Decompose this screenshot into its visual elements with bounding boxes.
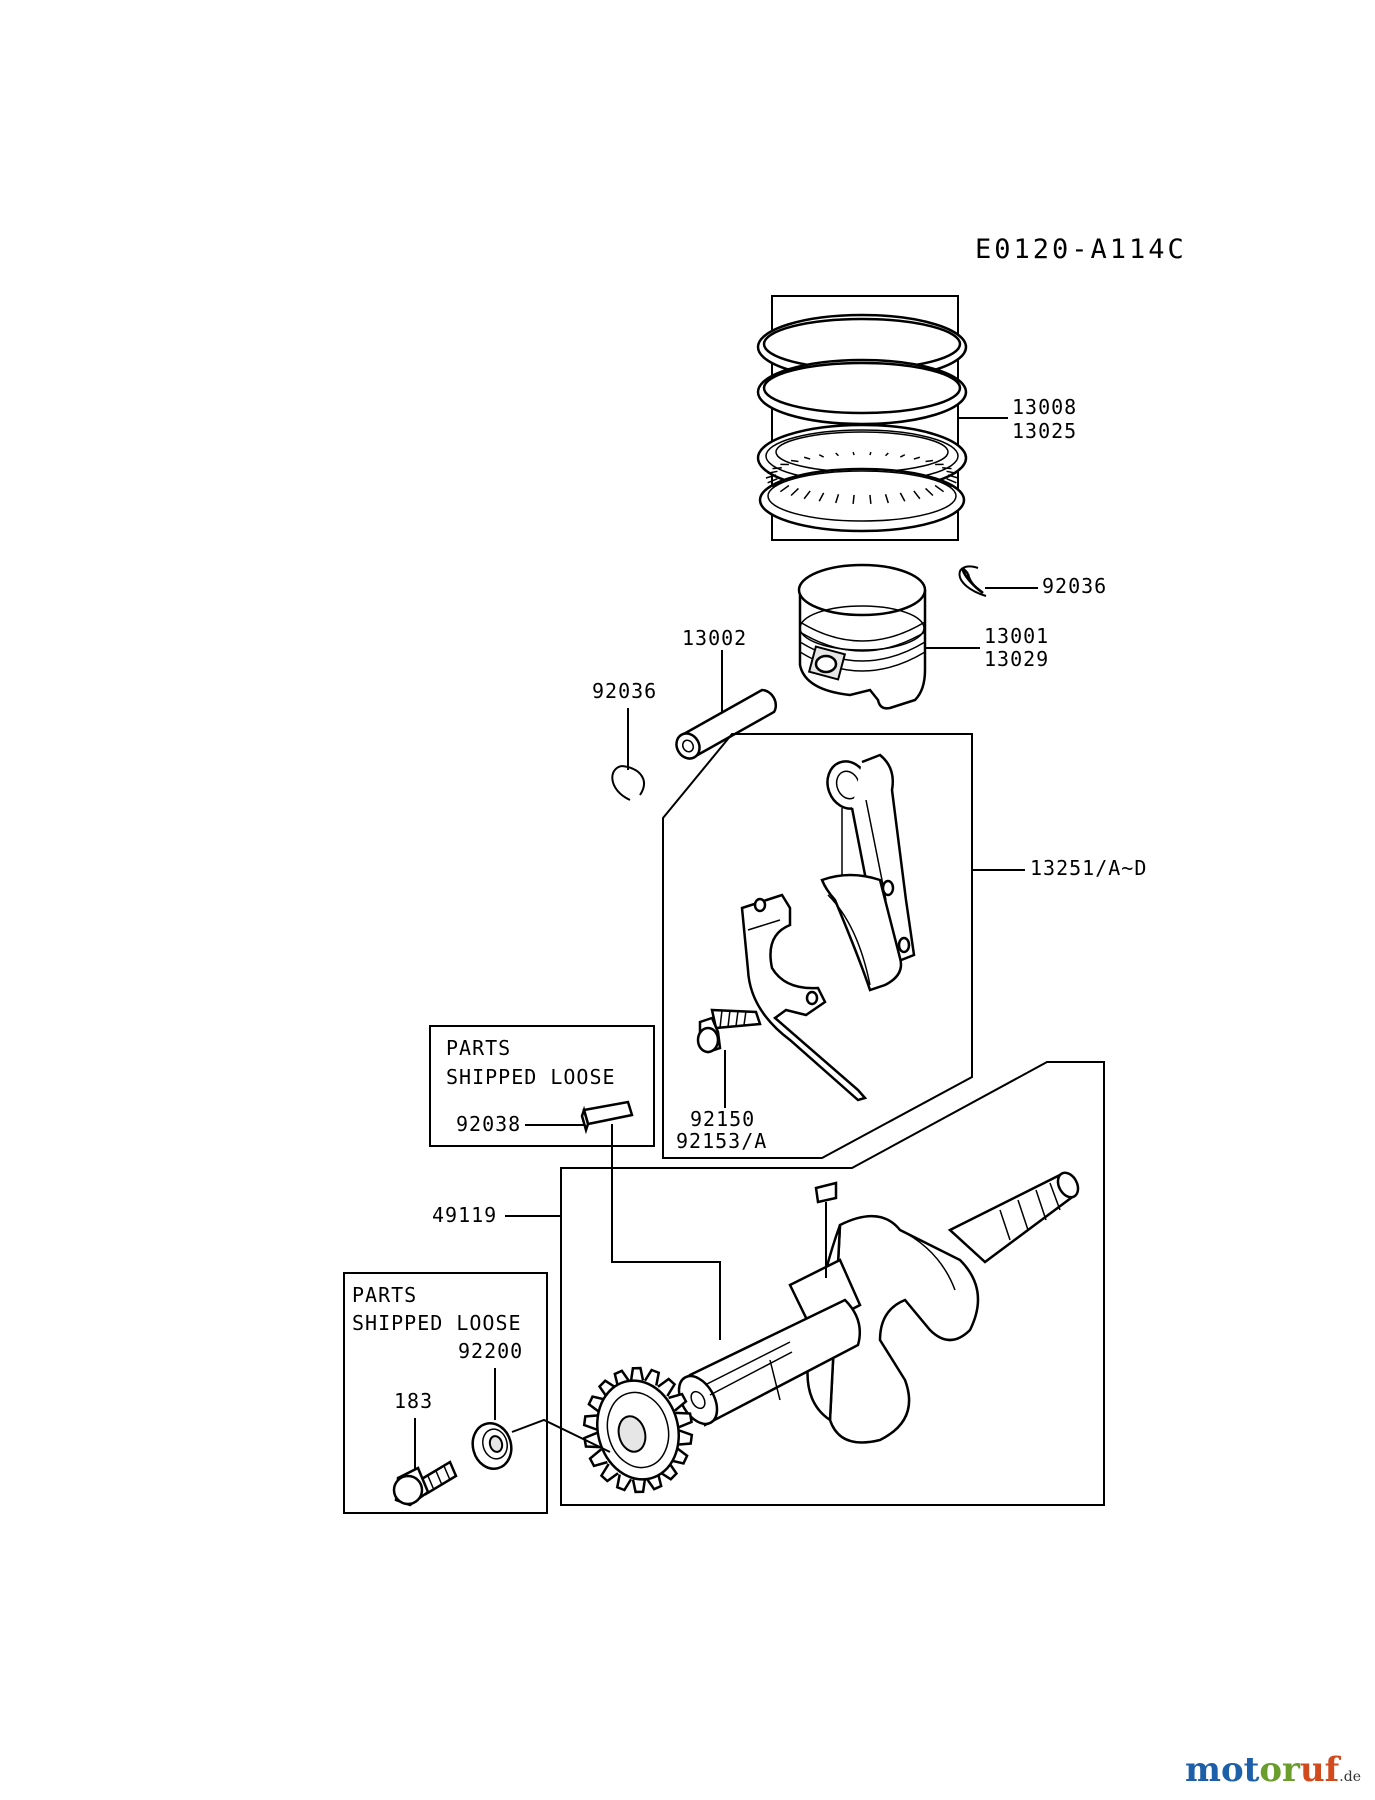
label-crankshaft: 49119 bbox=[432, 1203, 497, 1227]
loose-box-1-line1: PARTS bbox=[446, 1036, 511, 1060]
gear-tooth bbox=[583, 1431, 601, 1449]
gear-tooth bbox=[615, 1474, 633, 1492]
label-rod-bolt-1: 92150 bbox=[690, 1107, 755, 1131]
circlip-right[interactable] bbox=[958, 565, 987, 597]
gear-tooth bbox=[597, 1379, 618, 1399]
woodruff-key[interactable] bbox=[580, 1100, 634, 1135]
connecting-rod[interactable] bbox=[820, 753, 916, 992]
watermark-tld: .de bbox=[1339, 1769, 1361, 1785]
piston-pin[interactable] bbox=[672, 688, 777, 763]
crankshaft-group-box bbox=[560, 1061, 1105, 1506]
circlip-left[interactable] bbox=[611, 765, 645, 801]
watermark-part-1: mot bbox=[1184, 1750, 1260, 1790]
label-circlip-right: 92036 bbox=[1042, 574, 1107, 598]
label-piston-ring-1: 13008 bbox=[1012, 395, 1077, 419]
label-piston-2: 13029 bbox=[984, 647, 1049, 671]
label-connecting-rod: 13251/A~D bbox=[1030, 856, 1147, 880]
flange-bolt[interactable] bbox=[392, 1460, 458, 1507]
loose-box-2-line2: SHIPPED LOOSE bbox=[352, 1311, 522, 1335]
gear-tooth bbox=[675, 1411, 693, 1429]
piston-ring-set[interactable] bbox=[756, 295, 968, 541]
parts-shipped-loose-box-1 bbox=[429, 1025, 655, 1147]
loose-box-2-line1: PARTS bbox=[352, 1283, 417, 1307]
crankshaft[interactable] bbox=[671, 1169, 1082, 1444]
label-bolt: 183 bbox=[394, 1389, 433, 1413]
label-rod-bolt-2: 92153/A bbox=[676, 1129, 767, 1153]
watermark-part-2: or bbox=[1259, 1750, 1300, 1790]
label-piston-ring-2: 13025 bbox=[1012, 419, 1077, 443]
gear-tooth bbox=[676, 1428, 694, 1447]
label-washer: 92200 bbox=[458, 1339, 523, 1363]
washer[interactable] bbox=[468, 1419, 517, 1473]
connecting-rod-group-box bbox=[662, 733, 973, 1159]
gear-tooth bbox=[599, 1463, 619, 1483]
gear-tooth bbox=[643, 1368, 661, 1386]
gear-tooth bbox=[657, 1377, 677, 1397]
label-piston-pin: 13002 bbox=[682, 626, 747, 650]
label-key: 92038 bbox=[456, 1112, 521, 1136]
label-piston-1: 13001 bbox=[984, 624, 1049, 648]
watermark-part-3: uf bbox=[1299, 1750, 1340, 1790]
gear-tooth bbox=[629, 1366, 645, 1381]
piston[interactable] bbox=[797, 563, 927, 710]
parts-shipped-loose-box-2 bbox=[343, 1272, 548, 1514]
gear-tooth bbox=[631, 1479, 647, 1494]
label-circlip-left: 92036 bbox=[592, 679, 657, 703]
gear-tooth bbox=[582, 1413, 600, 1432]
crankshaft-gear[interactable] bbox=[582, 1366, 694, 1494]
gear-tooth bbox=[658, 1461, 679, 1481]
diagram-code: E0120-A114C bbox=[975, 234, 1187, 265]
loose-box-1-line2: SHIPPED LOOSE bbox=[446, 1065, 616, 1089]
watermark-logo: motoruf.de bbox=[1185, 1750, 1361, 1790]
rod-bolt[interactable] bbox=[696, 1008, 762, 1054]
rod-cap[interactable] bbox=[740, 893, 868, 1102]
